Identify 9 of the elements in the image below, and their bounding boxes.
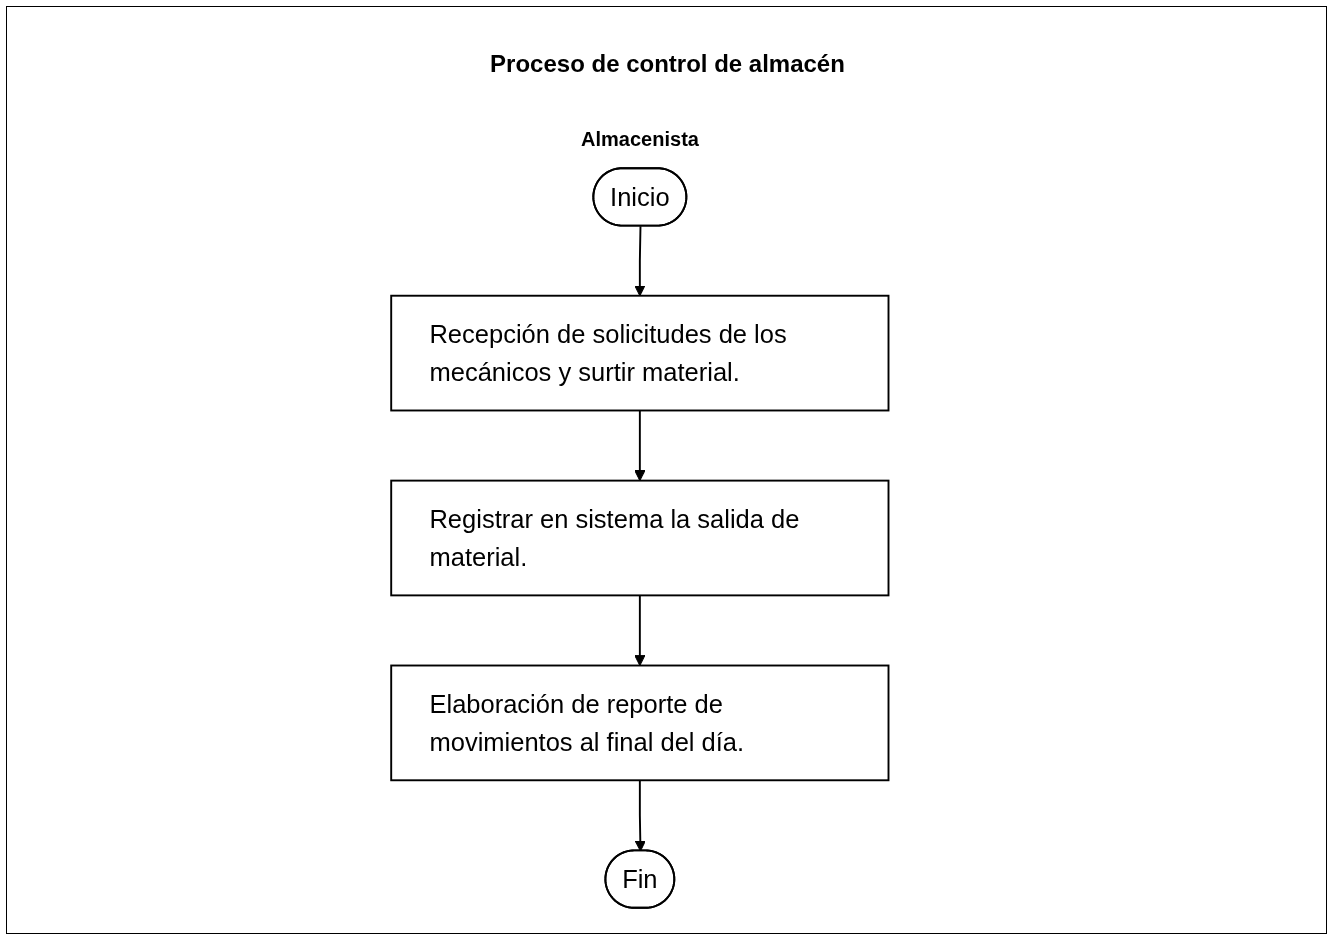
arrow — [634, 779, 647, 852]
arrow — [634, 594, 646, 666]
lane-header: Almacenista — [581, 128, 699, 151]
diagram-title: Proceso de control de almacén — [490, 50, 845, 78]
arrow — [634, 225, 646, 297]
node-box: Registrar en sistema la salida de material. — [390, 479, 890, 597]
arrow — [634, 409, 646, 482]
node-box: Recepción de solicitudes de los mecánicos y surtir material. — [390, 294, 890, 412]
node-box: Elaboración de reporte de movimientos al final del día. — [390, 664, 890, 782]
